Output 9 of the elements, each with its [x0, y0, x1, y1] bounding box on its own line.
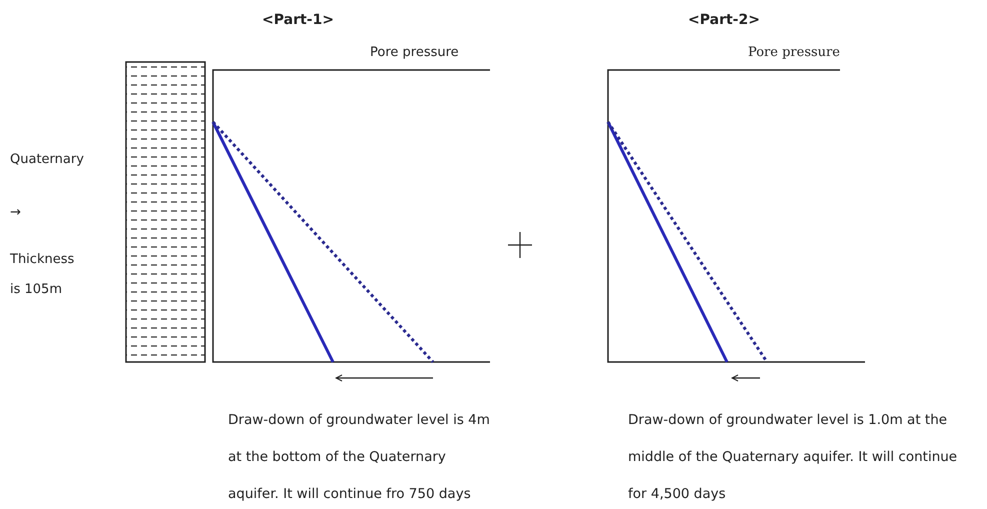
pointer-arrow-text: → — [10, 205, 21, 220]
thickness-note: Thickness is 105m — [10, 251, 76, 299]
axis-title: Pore pressure — [748, 45, 840, 60]
layer-name: Quaternary — [10, 152, 84, 167]
caption-note: Draw-down of groundwater level is 1.0m at the middle of the Quaternary aquifer. It will continue for 4,500 days — [628, 411, 958, 504]
part-heading: <Part-1> — [262, 12, 334, 28]
part-heading: <Part-2> — [688, 12, 760, 28]
caption-note: Draw-down of groundwater level is 4m at the bottom of the Quaternary aquifer. It will continue fro 750 days — [228, 411, 490, 504]
axis-title: Pore pressure — [370, 45, 459, 60]
